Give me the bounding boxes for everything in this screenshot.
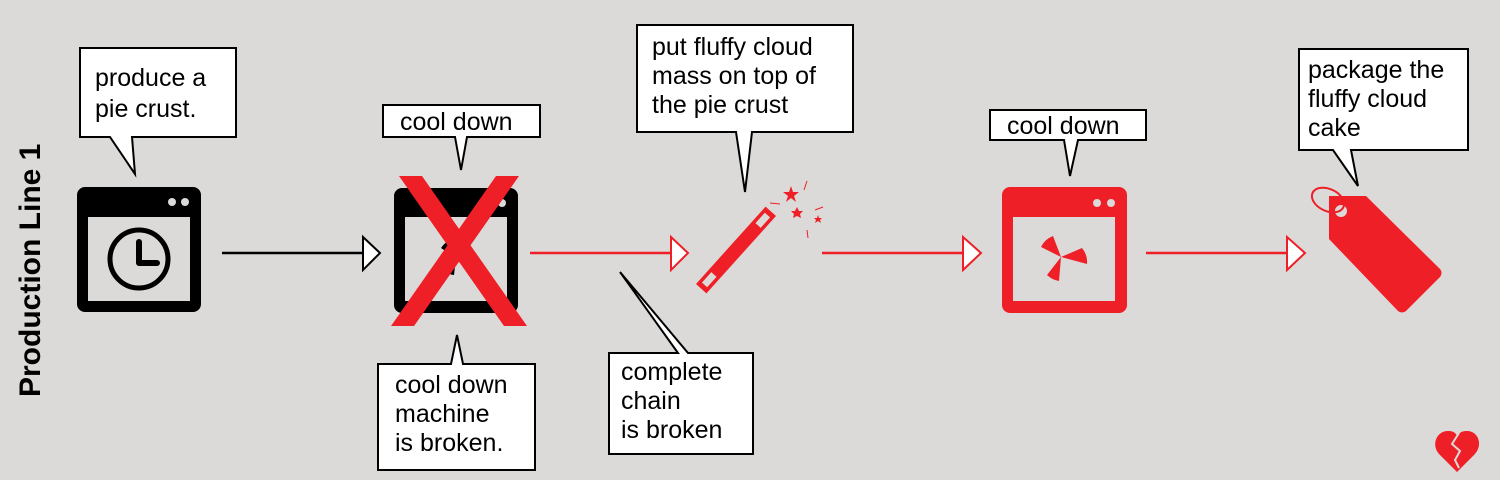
station-crust-machine[interactable]	[77, 187, 201, 312]
note-line: is broken.	[395, 429, 503, 457]
note-machine-broken: cool down machine is broken.	[377, 334, 536, 471]
note-line: machine	[395, 400, 490, 428]
callout-line: mass on top of	[652, 62, 816, 90]
broken-heart-icon	[1435, 430, 1480, 472]
callout-cool-down-2: cool down	[989, 109, 1147, 177]
callout-line: cool down	[400, 108, 513, 136]
station-cool-down-2[interactable]	[1002, 187, 1127, 313]
note-line: cool down	[395, 371, 508, 399]
station-cool-down-1[interactable]	[391, 176, 527, 326]
timer-machine-icon	[77, 187, 201, 312]
callout-cool-down-1: cool down	[382, 104, 541, 171]
callout-line: pie crust.	[95, 95, 196, 123]
diagram-title: Production Line 1	[14, 144, 47, 397]
note-chain-broken: complete chain is broken	[608, 271, 754, 455]
fan-machine-icon	[1002, 187, 1127, 313]
callout-line: package the	[1308, 56, 1444, 84]
connector-cooldown-to-wand	[530, 234, 690, 273]
station-magic-wand[interactable]	[696, 180, 824, 294]
magic-wand-icon	[696, 180, 824, 294]
callout-line: cool down	[1007, 112, 1120, 140]
price-tag-icon	[1310, 186, 1442, 313]
station-package[interactable]	[1308, 183, 1442, 313]
callout-wand: put fluffy cloud mass on top of the pie …	[636, 24, 854, 193]
connector-cooldown2-to-package	[1146, 234, 1307, 273]
callout-line: produce a	[95, 64, 206, 92]
broken-cross-icon	[391, 176, 527, 326]
callout-package: package the fluffy cloud cake	[1298, 48, 1469, 187]
connector-wand-to-cooldown2	[822, 234, 983, 273]
callout-line: the pie crust	[652, 91, 788, 119]
note-line: complete	[621, 358, 722, 386]
callout-line: fluffy cloud	[1308, 85, 1427, 113]
callout-line: put fluffy cloud	[652, 33, 813, 61]
note-line: chain	[621, 387, 681, 415]
callout-produce-crust: produce a pie crust.	[79, 47, 237, 178]
callout-line: cake	[1308, 114, 1361, 142]
note-line: is broken	[621, 416, 722, 444]
connector-crust-to-cooldown	[222, 234, 382, 273]
